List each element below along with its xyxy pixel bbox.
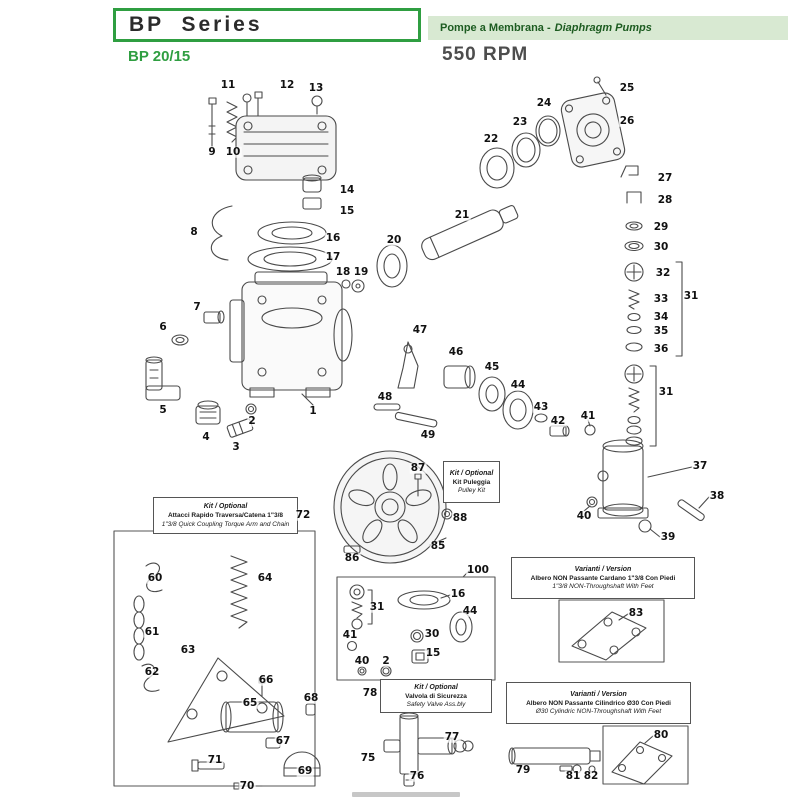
kit-pulley-line2: Kit Puleggia: [452, 478, 491, 486]
safety-valve-parts: [383, 712, 474, 787]
pump-body: [229, 271, 353, 406]
category-italian: Pompe a Membrana -: [440, 22, 551, 34]
category-english: Diaphragm Pumps: [554, 22, 652, 34]
accumulator: [583, 439, 710, 538]
valve-stack-upper: [620, 165, 683, 357]
variant-cardan-line1: Varianti / Version: [574, 565, 632, 573]
kit-pulley-line1: Kit / Optional: [449, 469, 494, 477]
category-banner: Pompe a Membrana - Diaphragm Pumps: [428, 16, 788, 40]
kit-safety-line2: Valvola di Sicurezza: [405, 692, 467, 700]
variant-cardan-line2: Albero NON Passante Cardano 1"3/8 Con Pi…: [530, 574, 676, 582]
kit-pulley-box: Kit / Optional Kit Puleggia Pulley Kit: [443, 461, 500, 503]
kit-safety-valve-box: Kit / Optional Valvola di Sicurezza Safe…: [380, 679, 492, 713]
model-label: BP 20/15: [128, 48, 191, 65]
torque-arm-kit-parts: [133, 555, 321, 790]
head-cover: [235, 95, 337, 210]
kit-pulley-line3: Pulley Kit: [457, 487, 486, 495]
variant-cylindric-box: Varianti / Version Albero NON Passante C…: [506, 682, 691, 724]
kit-safety-line1: Kit / Optional: [414, 683, 458, 691]
footer-text: [352, 792, 460, 797]
variant-cardan-bracket: [571, 611, 647, 661]
repair-set-parts: [346, 584, 473, 677]
variant-cylindric-line1: Varianti / Version: [570, 690, 627, 698]
center-fittings: [373, 341, 596, 437]
shaft-and-bearings: [421, 76, 626, 261]
variant-cylindric-line2: Albero NON Passante Cilindrico Ø30 Con P…: [526, 699, 671, 707]
variant-cardan-line3: 1"3/8 NON-Throughshaft With Feet: [552, 583, 654, 591]
pulley: [289, 450, 471, 579]
rpm-label: 550 RPM: [442, 44, 529, 65]
kit-torque-line3: 1"3/8 Quick Coupling Torque Arm and Chai…: [161, 520, 290, 528]
kit-torque-arm-box: Kit / Optional Attacci Rapido Traversa/C…: [153, 497, 298, 534]
diaphragm-stack: [210, 205, 408, 293]
kit-safety-line3: Safety Valve Ass.bly: [406, 701, 466, 709]
kit-torque-line2: Attacci Rapido Traversa/Catena 1"3/8: [167, 512, 284, 520]
variant-cylindric-line3: Ø30 Cylindric NON-Throughshaft With Feet: [535, 708, 662, 716]
variant-cylindric-parts: [508, 735, 673, 785]
left-fittings: [145, 310, 257, 438]
kit-torque-line1: Kit / Optional: [203, 503, 248, 510]
series-title: BP Series: [129, 13, 263, 36]
valve-stack-lower: [624, 364, 657, 447]
variant-cardan-box: Varianti / Version Albero NON Passante C…: [511, 557, 695, 599]
series-title-box: BP Series: [113, 8, 421, 42]
